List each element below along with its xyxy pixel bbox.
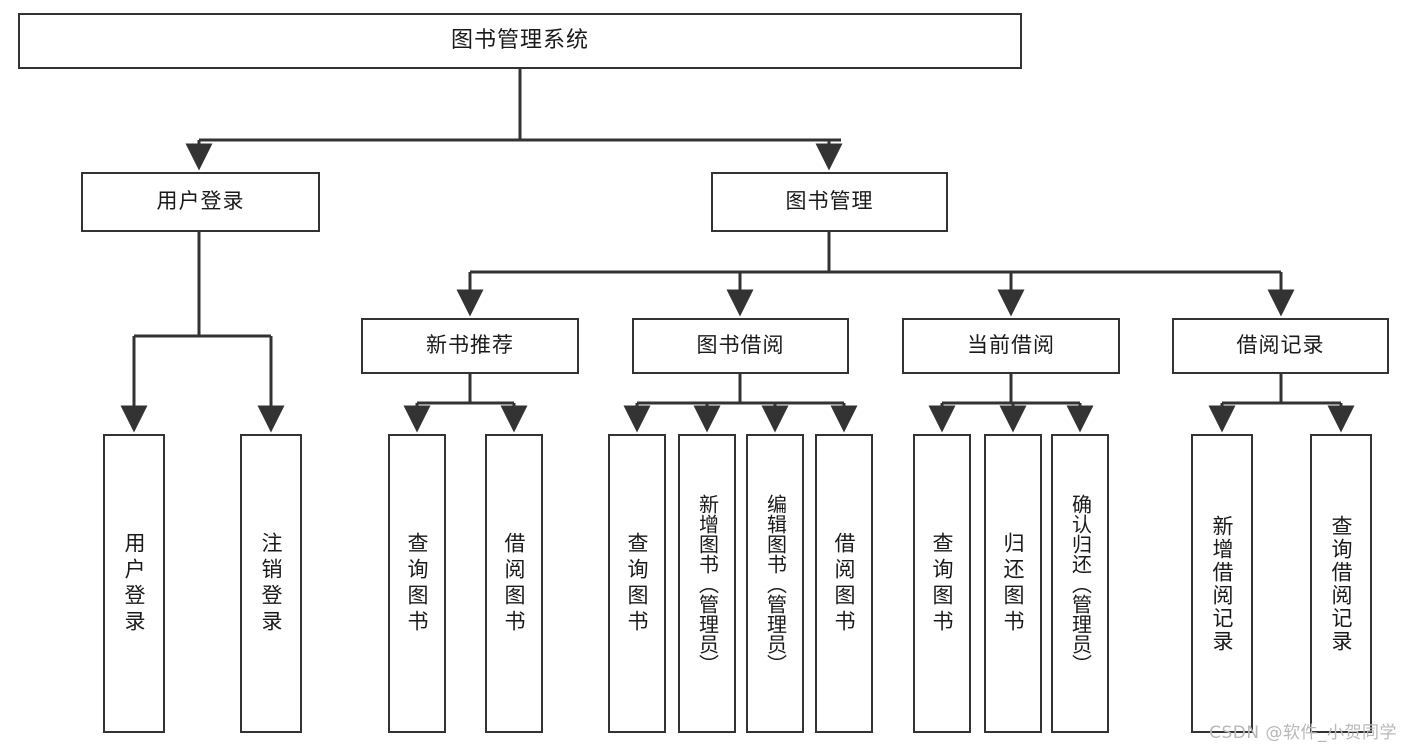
leaf-add-book-admin[interactable]: 新增图书（管理员） bbox=[678, 434, 736, 733]
leaf-edit-book-admin[interactable]: 编辑图书（管理员） bbox=[746, 434, 804, 733]
leaf-query-book-borrow[interactable]: 查询图书 bbox=[608, 434, 666, 733]
leaf-return-book[interactable]: 归还图书 bbox=[984, 434, 1042, 733]
leaf-add-borrow-record[interactable]: 新增借阅记录 bbox=[1191, 434, 1253, 733]
leaf-logout[interactable]: 注销登录 bbox=[240, 434, 302, 733]
node-current-borrow[interactable]: 当前借阅 bbox=[902, 318, 1120, 374]
leaf-confirm-return-admin[interactable]: 确认归还（管理员） bbox=[1051, 434, 1109, 733]
leaf-query-borrow-record[interactable]: 查询借阅记录 bbox=[1310, 434, 1372, 733]
leaf-user-login[interactable]: 用户登录 bbox=[103, 434, 165, 733]
leaf-borrow-book[interactable]: 借阅图书 bbox=[815, 434, 873, 733]
node-book-management[interactable]: 图书管理 bbox=[711, 172, 948, 232]
node-user-login[interactable]: 用户登录 bbox=[81, 172, 320, 232]
node-book-borrow[interactable]: 图书借阅 bbox=[632, 318, 849, 374]
leaf-borrow-book-recommend[interactable]: 借阅图书 bbox=[485, 434, 543, 733]
node-borrow-record[interactable]: 借阅记录 bbox=[1172, 318, 1389, 374]
node-new-book-recommend[interactable]: 新书推荐 bbox=[361, 318, 579, 374]
leaf-query-book-current[interactable]: 查询图书 bbox=[913, 434, 971, 733]
csdn-watermark: CSDN @软件_小贺同学 bbox=[1209, 723, 1397, 743]
node-root-system[interactable]: 图书管理系统 bbox=[18, 13, 1022, 69]
leaf-query-book-recommend[interactable]: 查询图书 bbox=[388, 434, 446, 733]
